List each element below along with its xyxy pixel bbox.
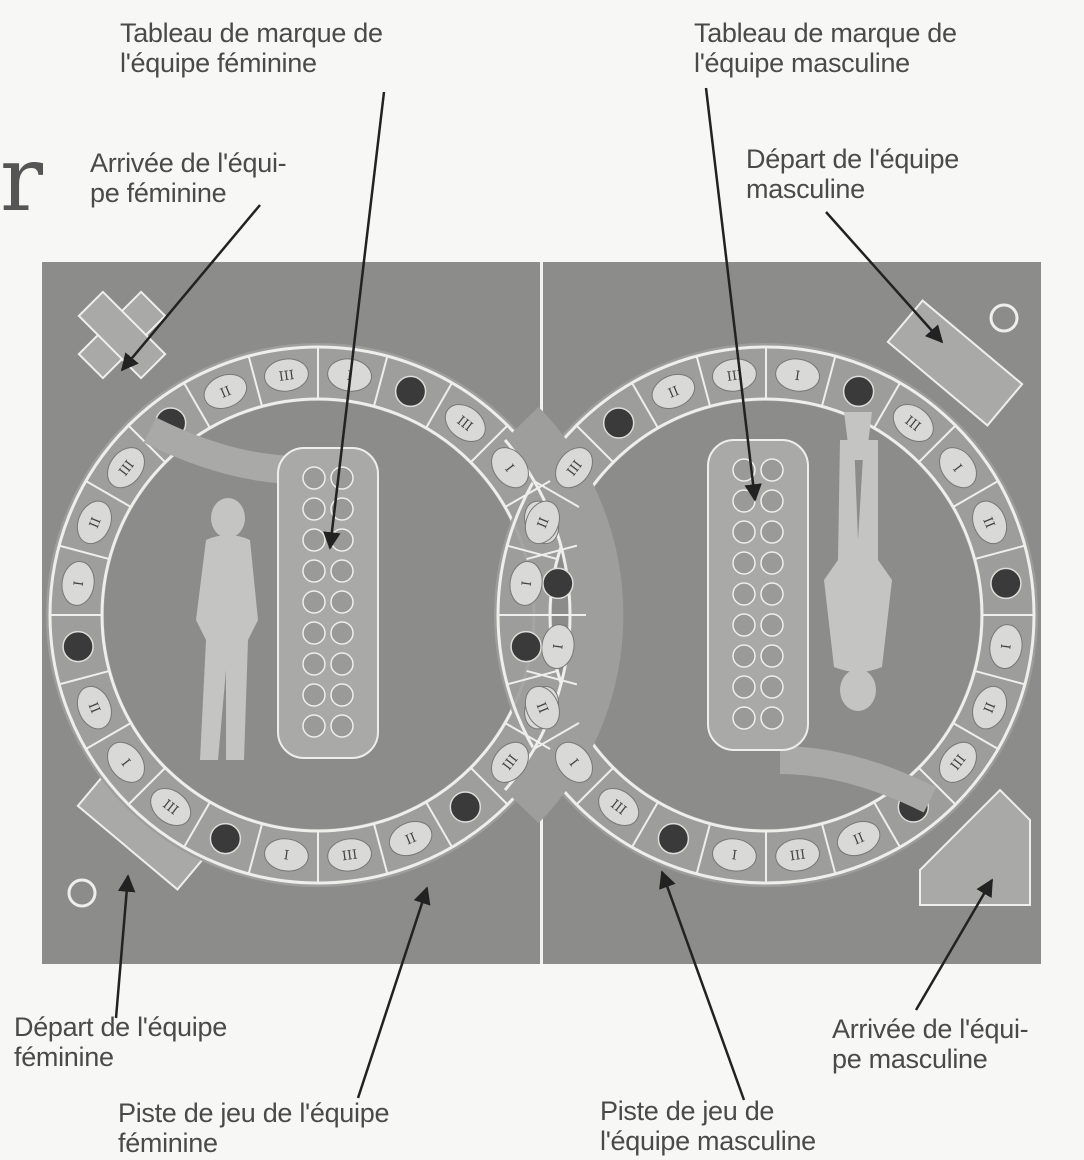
score-slot — [733, 614, 755, 636]
score-slot — [733, 707, 755, 729]
label-depart-feminine: Départ de l'équipe féminine — [14, 1012, 227, 1072]
score-slot — [761, 490, 783, 512]
score-slot — [331, 622, 353, 644]
score-slot — [303, 653, 325, 675]
score-table-masculine — [708, 440, 808, 750]
track-cell-ball — [543, 568, 573, 598]
score-slot — [761, 459, 783, 481]
label-arrive-masculine: Arrivée de l'équi- pe masculine — [832, 1014, 1028, 1074]
score-slot — [303, 529, 325, 551]
score-slot — [733, 583, 755, 605]
score-slot — [733, 521, 755, 543]
track-cell-ball — [210, 824, 240, 854]
score-slot — [303, 715, 325, 737]
track-cell-ball — [991, 568, 1021, 598]
score-slot — [733, 552, 755, 574]
track-cell-roman: III — [789, 845, 806, 862]
score-slot — [303, 591, 325, 613]
score-slot — [733, 676, 755, 698]
label-piste-feminine: Piste de jeu de l'équipe féminine — [118, 1098, 389, 1158]
score-slot — [303, 622, 325, 644]
score-slot — [331, 591, 353, 613]
score-slot — [761, 583, 783, 605]
label-arrive-feminine: Arrivée de l'équi- pe féminine — [90, 148, 286, 208]
track-cell-ball — [604, 408, 634, 438]
score-slot — [761, 552, 783, 574]
score-slot — [331, 560, 353, 582]
track-cell-ball — [658, 824, 688, 854]
label-piste-masculine: Piste de jeu de l'équipe masculine — [600, 1096, 816, 1156]
score-slot — [733, 645, 755, 667]
score-slot — [761, 645, 783, 667]
track-cell-ball — [511, 632, 541, 662]
score-slot — [761, 707, 783, 729]
score-slot — [331, 684, 353, 706]
score-slot — [331, 653, 353, 675]
score-slot — [303, 684, 325, 706]
track-cell-ball — [844, 376, 874, 406]
label-score-table-feminine: Tableau de marque de l'équipe féminine — [120, 18, 383, 78]
track-cell-roman: III — [341, 845, 358, 862]
score-slot — [331, 467, 353, 489]
score-table-feminine — [278, 448, 378, 758]
track-cell-ball — [396, 376, 426, 406]
track-cell-roman: III — [278, 368, 295, 385]
score-slot — [303, 560, 325, 582]
track-cell-ball — [63, 632, 93, 662]
score-slot — [331, 715, 353, 737]
score-slot — [733, 490, 755, 512]
track-cell-ball — [450, 792, 480, 822]
score-slot — [303, 498, 325, 520]
score-slot — [761, 614, 783, 636]
label-depart-masculine: Départ de l'équipe masculine — [746, 144, 959, 204]
score-slot — [761, 521, 783, 543]
score-slot — [303, 467, 325, 489]
score-slot — [331, 529, 353, 551]
score-slot — [761, 676, 783, 698]
label-score-table-masculine: Tableau de marque de l'équipe masculine — [694, 18, 957, 78]
